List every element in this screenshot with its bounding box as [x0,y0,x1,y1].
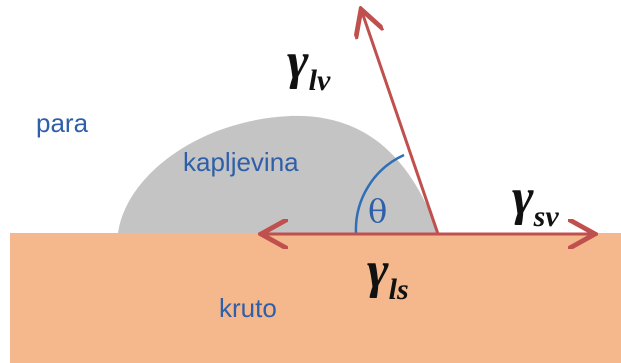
gamma-ls-subscript: ls [389,273,409,306]
liquid-label: kapljevina [183,147,299,177]
gamma-lv-label: γlv [287,33,331,97]
gamma-sv-label: γsv [512,169,559,233]
gamma-ls-label: γls [367,242,409,306]
gamma-sv-subscript: sv [533,200,560,233]
gamma-lv-symbol: γ [287,33,309,90]
solid-label: kruto [219,293,277,323]
solid-surface [10,233,621,363]
gamma-lv-subscript: lv [309,64,331,97]
gamma-sv-symbol: γ [512,169,534,226]
contact-angle-symbol: θ [368,192,387,230]
arrow-gamma-lv [362,12,440,235]
gamma-ls-symbol: γ [367,242,389,299]
vapor-label: para [36,108,89,138]
contact-angle-arc [354,153,405,234]
liquid-droplet [118,115,438,233]
